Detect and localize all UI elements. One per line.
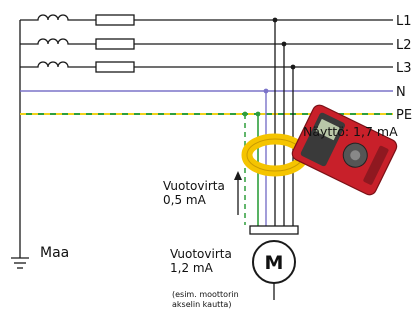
note-line-2: akselin kautta): [172, 300, 231, 309]
phase-l3: [20, 61, 393, 73]
coil-l1-icon: [20, 14, 96, 21]
label-l3: L3: [396, 61, 412, 76]
fuse-l2-icon: [95, 38, 135, 50]
motor-label: M: [265, 252, 284, 274]
leak-cable-label-1: Vuotovirta: [163, 179, 225, 193]
earth-symbol-icon: [11, 257, 29, 269]
label-n: N: [396, 85, 406, 100]
clamp-meter-icon: [241, 104, 398, 196]
meter-reading-label: Näyttö: 1,7 mA: [303, 124, 398, 139]
label-l1: L1: [396, 14, 412, 29]
earth-label: Maa: [40, 245, 69, 261]
fuse-l3-icon: [95, 61, 135, 73]
phase-l1: [20, 14, 393, 26]
label-pe: PE: [396, 108, 412, 123]
note-line-1: (esim. moottorin: [172, 290, 239, 299]
leak-arrow-icon: [234, 171, 242, 215]
cable-bundle: [257, 20, 294, 232]
label-l2: L2: [396, 38, 412, 53]
coil-l3-icon: [20, 61, 96, 68]
motor: M: [249, 225, 299, 300]
fuse-l1-icon: [95, 14, 135, 26]
phase-l2: [20, 38, 393, 50]
leak-motor-label-1: Vuotovirta: [170, 247, 232, 261]
coil-l2-icon: [20, 38, 96, 45]
leak-motor-label-2: 1,2 mA: [170, 261, 214, 275]
leak-cable-label-2: 0,5 mA: [163, 193, 207, 207]
